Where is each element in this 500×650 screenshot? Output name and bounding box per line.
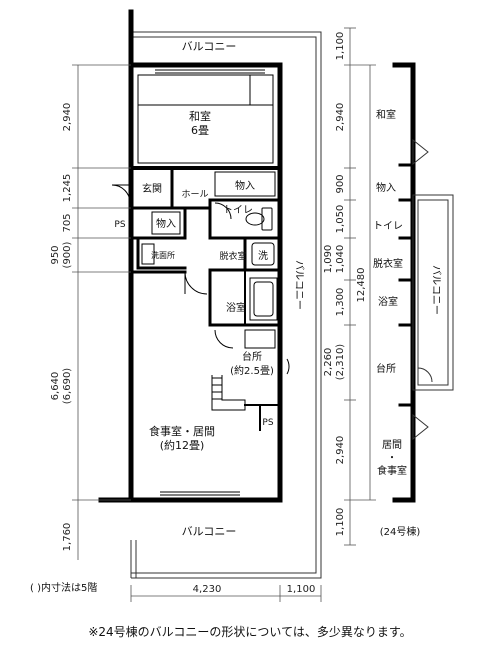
- bathtub-fixture: [249, 277, 278, 321]
- toilet-fixture: [245, 207, 273, 231]
- windows: [155, 69, 265, 496]
- dim-left-2940: 2,940: [62, 103, 73, 132]
- washer-fixture: [251, 242, 275, 266]
- dim-left-6640: 6,640: [50, 372, 61, 401]
- label-yokushitsu: 浴室: [226, 301, 246, 314]
- bldg24-walls: [392, 62, 416, 503]
- dim-right-2940-top: 2,940: [335, 103, 346, 132]
- dim-left-6690: (6,690): [62, 368, 73, 405]
- balcony-outline: [130, 31, 322, 579]
- label-monoire-1: 物入: [235, 179, 255, 192]
- closet-shading: [151, 171, 276, 235]
- label-balcony-side: バルコニー: [293, 260, 305, 310]
- dim-right-1040: 1,040: [335, 245, 346, 274]
- dim-left-705: 705: [62, 213, 73, 232]
- bldg24-balcony: [412, 138, 454, 441]
- dim-right-1050: 1,050: [335, 205, 346, 234]
- dim-left-1760: 1,760: [62, 523, 73, 552]
- dim-left-1245: 1,245: [62, 174, 73, 203]
- dim-left-900: (900): [62, 241, 73, 268]
- dim-right-1100-bottom: 1,100: [335, 508, 346, 537]
- bldg24-washitsu: 和室: [376, 108, 396, 121]
- label-senmenjo: 洗面所: [151, 250, 175, 260]
- washitsu-tatami: [137, 74, 274, 164]
- label-balcony-top: バルコニー: [182, 40, 237, 53]
- dim-right-total: 12,480: [356, 268, 367, 303]
- dim-left-950: 950: [50, 245, 61, 264]
- label-ps-1: PS: [114, 220, 125, 230]
- label-living-size: (約12畳): [160, 438, 205, 452]
- dim-bottom-1100: 1,100: [287, 584, 316, 595]
- kitchen-counter: [211, 329, 276, 411]
- label-toilet: トイレ: [223, 205, 253, 216]
- label-ps-2: PS: [262, 418, 273, 428]
- bldg24-yoku: 浴室: [378, 295, 398, 308]
- bldg24-datsui: 脱衣室: [373, 257, 403, 270]
- note-floor5: ( )内寸法は5階: [30, 581, 97, 594]
- dim-right-1300: 1,300: [335, 288, 346, 317]
- bldg24-monoire: 物入: [376, 181, 396, 194]
- bldg24-kitchen: 台所: [376, 362, 396, 375]
- right-dimension-lines: [344, 27, 376, 546]
- dim-right-1090: 1,090: [323, 245, 334, 274]
- label-monoire-2: 物入: [156, 217, 176, 230]
- bldg24-toilet: トイレ: [373, 221, 403, 232]
- door-swings: [111, 184, 290, 375]
- bldg24-living-3: 食事室: [377, 464, 407, 477]
- dim-bottom-4230: 4,230: [193, 584, 222, 595]
- dim-right-1100-top: 1,100: [335, 32, 346, 61]
- label-kitchen-size: (約2.5畳): [230, 364, 274, 377]
- label-datsuijo: 脱衣室: [219, 250, 246, 262]
- bottom-dimension-lines: [130, 585, 322, 602]
- bldg24-caption: (24号棟): [380, 525, 421, 538]
- bldg24-living-2: ・: [387, 453, 397, 464]
- label-washer: 洗: [258, 250, 268, 262]
- vanity-fixture: [141, 243, 155, 265]
- dim-right-900: 900: [335, 174, 346, 193]
- label-washitsu-size: 6畳: [191, 124, 209, 137]
- label-balcony-bottom: バルコニー: [182, 525, 237, 538]
- dim-right-2310: (2,310): [335, 344, 346, 381]
- dim-right-2940-bottom: 2,940: [335, 436, 346, 465]
- note-footer: ※24号棟のバルコニーの形状については、多少異なります。: [88, 624, 411, 639]
- bldg24-living-1: 居間: [382, 439, 402, 451]
- walls: [98, 9, 283, 503]
- bldg24-balcony-label: バルコニー: [430, 265, 442, 315]
- label-washitsu: 和室: [189, 109, 211, 123]
- label-kitchen: 台所: [242, 350, 262, 363]
- label-hall: ホール: [181, 189, 208, 200]
- dim-right-2260: 2,260: [323, 348, 334, 377]
- left-dimension-lines: [72, 64, 131, 560]
- label-living: 食事室・居間: [149, 424, 215, 438]
- label-genkan: 玄関: [142, 182, 162, 195]
